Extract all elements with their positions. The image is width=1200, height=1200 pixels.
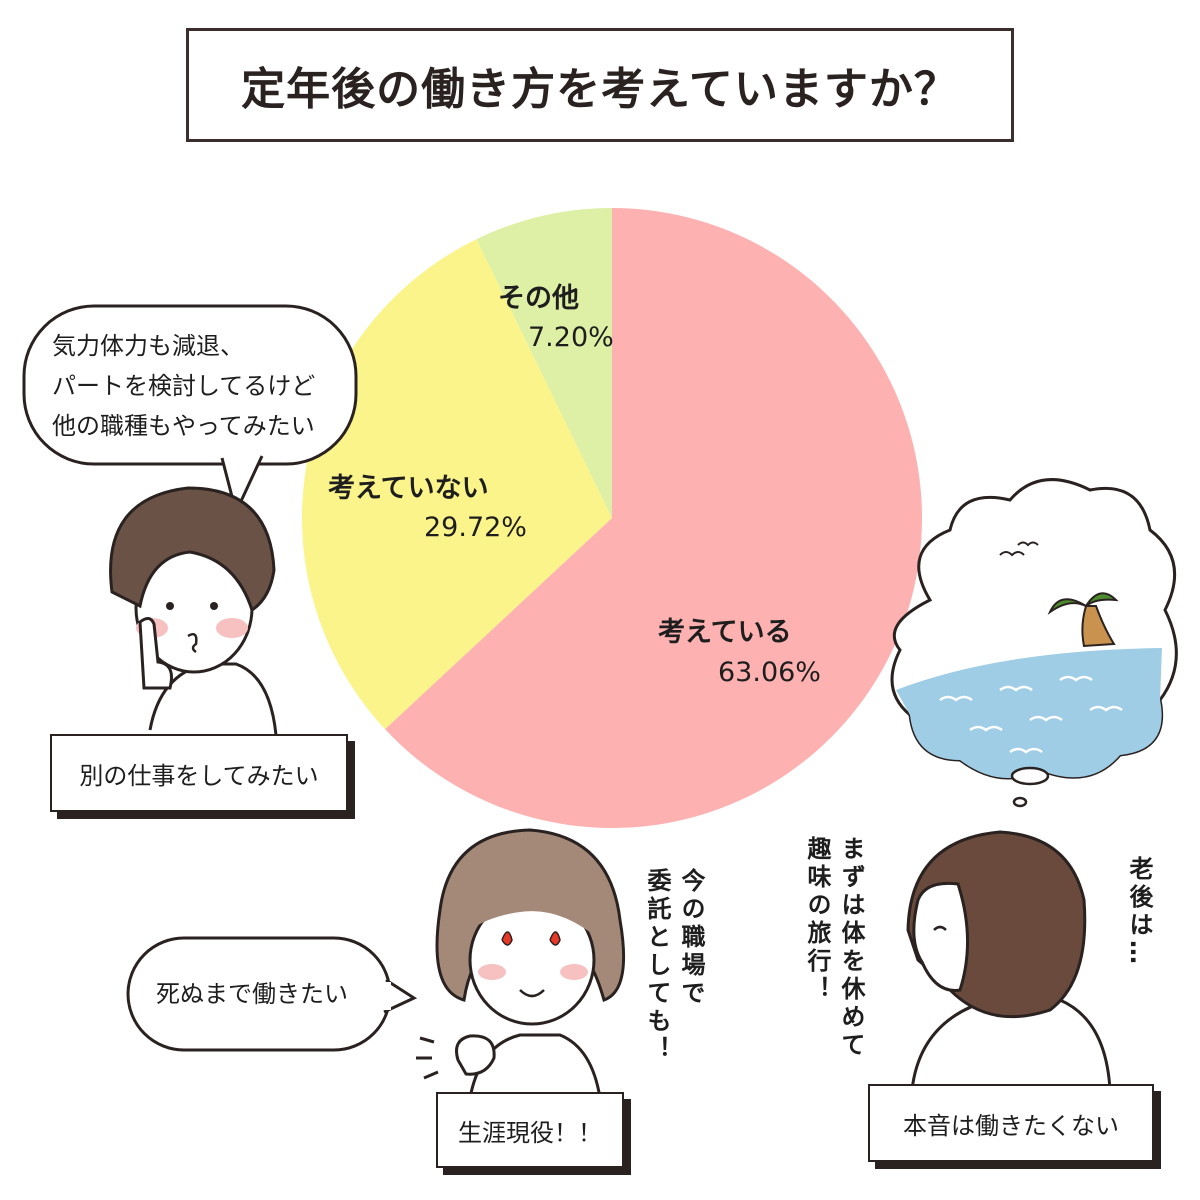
- center-speech-bubble: [126, 936, 418, 1052]
- vertical-line: 趣味の旅行！: [803, 836, 831, 1004]
- slice-value-not-thinking: 29.72%: [424, 512, 527, 543]
- woman-fired-up-icon: [416, 828, 626, 1099]
- slice-value-thinking: 63.06%: [718, 657, 821, 688]
- left-speech-bubble: [22, 304, 358, 517]
- slice-label-other: その他: [498, 283, 579, 314]
- island-dream-cloud-icon: [890, 478, 1178, 808]
- pie-slice-thinking: [385, 208, 923, 828]
- right-far-vertical-note: 老後は…: [1122, 856, 1156, 968]
- center-vertical-note: 今の職場で 委託としても！: [640, 868, 708, 1064]
- man-dreaming-icon: [906, 830, 1112, 1091]
- pie-slices: [301, 208, 923, 828]
- vertical-line: 老後は…: [1125, 856, 1153, 968]
- slice-label-not-thinking: 考えていない: [328, 473, 489, 504]
- left-bubble-line: 気力体力も減退、: [52, 332, 244, 360]
- left-bubble-line: パートを検討してるけど: [52, 372, 316, 400]
- slice-label-thinking: 考えている: [658, 617, 792, 648]
- pie-slice-not-thinking: [301, 239, 612, 730]
- vertical-line: 今の職場で: [677, 868, 705, 1008]
- caption-center: 生涯現役！！: [436, 1092, 624, 1168]
- title-box: 定年後の働き方を考えていますか？: [186, 28, 1014, 142]
- left-bubble-text: 気力体力も減退、 パートを検討してるけど 他の職種もやってみたい: [52, 326, 315, 446]
- caption-left: 別の仕事をしてみたい: [50, 734, 348, 812]
- pie-slice-other: [476, 208, 612, 518]
- right-near-vertical-note: まずは体を休めて 趣味の旅行！: [800, 836, 868, 1060]
- slice-value-other: 7.20%: [528, 322, 614, 353]
- caption-right: 本音は働きたくない: [868, 1084, 1154, 1162]
- person-thinking-icon: [109, 486, 278, 736]
- chart-title: 定年後の働き方を考えていますか？: [241, 64, 959, 115]
- vertical-line: まずは体を休めて: [837, 836, 865, 1060]
- left-bubble-line: 他の職種もやってみたい: [52, 412, 315, 440]
- center-bubble-text: 死ぬまで働きたい: [156, 980, 348, 1008]
- vertical-line: 委託としても！: [643, 868, 671, 1064]
